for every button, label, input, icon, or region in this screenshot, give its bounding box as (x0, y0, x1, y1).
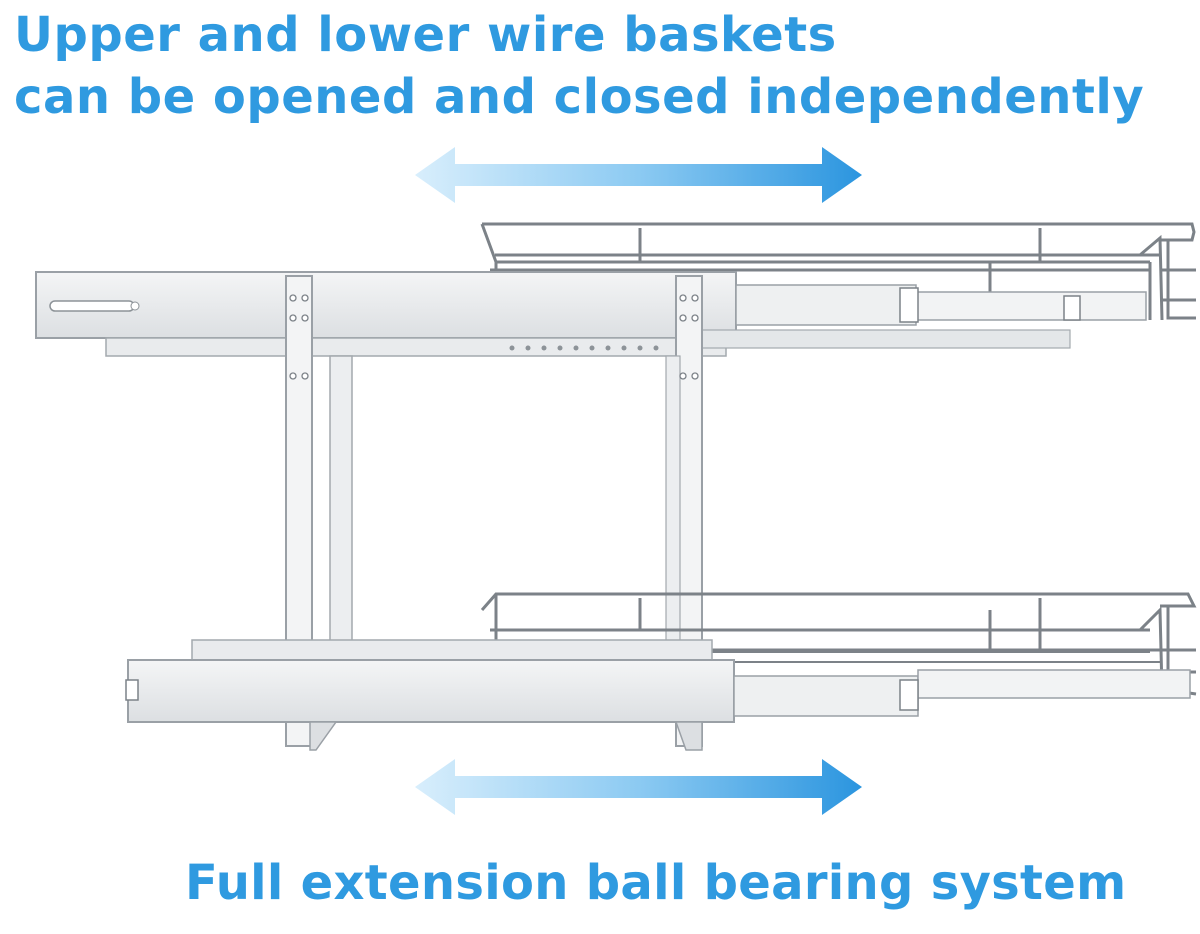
upper-rail-frame (35, 271, 1147, 357)
top-double-arrow-icon (415, 147, 862, 203)
bottom-double-arrow-icon (415, 759, 862, 815)
footer-caption: Full extension ball bearing system (185, 855, 1127, 911)
headline-line-1: Upper and lower wire baskets (14, 7, 837, 63)
upper-wire-basket (480, 222, 1196, 321)
headline-line-2: can be opened and closed independently (14, 69, 1145, 125)
lower-rail-frame (125, 639, 1191, 751)
headline: Upper and lower wire baskets can be open… (14, 4, 1144, 128)
